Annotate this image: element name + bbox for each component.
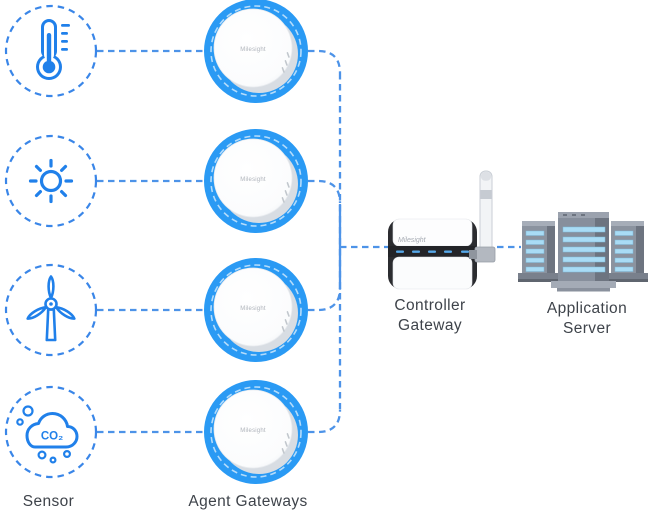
server-slat: [562, 266, 606, 273]
controller-brand-label: Milesight: [398, 237, 427, 244]
server-tower-center: [551, 212, 616, 292]
gateway-device: Milesight: [213, 138, 298, 223]
wind-turbine-icon: [26, 275, 76, 342]
antenna-connector: [474, 246, 496, 263]
gateway-device: Milesight: [213, 8, 298, 93]
controller-leds: [396, 250, 469, 253]
server-slat: [525, 257, 545, 263]
server-slat: [614, 239, 634, 245]
antenna: [469, 170, 496, 263]
controller-bottom-face: [392, 256, 473, 290]
antenna-tip: [480, 171, 492, 181]
thermometer-icon: [36, 19, 70, 80]
gateway-brand-label: Milesight: [240, 428, 266, 434]
server-slat: [525, 248, 545, 254]
application-server-label: Application Server: [546, 300, 628, 338]
sensor-node-light: [4, 134, 98, 228]
gateway-branch-line: [308, 287, 342, 312]
antenna-elbow: [469, 250, 477, 259]
gateway-dashed-ring: [210, 386, 302, 478]
gateway-dashed-ring: [210, 264, 302, 356]
gateway-branch-line: [308, 49, 342, 74]
co2-cloud-icon: CO₂: [16, 405, 79, 464]
sensor-column-label: Sensor: [22, 493, 75, 510]
gateway-branch-line: [308, 179, 342, 204]
controller-gateway-label: Controller Gateway: [394, 297, 466, 335]
gateway-device: Milesight: [213, 267, 298, 352]
server-slat: [614, 257, 634, 263]
server-tower-right: [608, 221, 648, 282]
server-slat: [525, 266, 545, 272]
gateway-brand-label: Milesight: [240, 47, 266, 53]
server-slat: [525, 230, 545, 236]
antenna-band: [480, 190, 492, 199]
sensor-node-temperature: [4, 4, 98, 98]
agent-gateways-column-label: Agent Gateways: [188, 493, 308, 510]
server-slat: [614, 248, 634, 254]
server-slat: [525, 239, 545, 245]
server-slat: [614, 230, 634, 236]
sensor-node-co2: CO₂: [4, 385, 98, 479]
server-slat: [614, 266, 634, 272]
agent-gateway-node-1: Milesight: [204, 0, 308, 103]
co2-text: CO₂: [41, 431, 63, 443]
agent-gateway-node-4: Milesight: [204, 380, 308, 484]
agent-gateway-node-2: Milesight: [204, 129, 308, 233]
server-tower-left: [518, 221, 558, 282]
sensor-node-wind: [4, 263, 98, 357]
server-slat: [562, 236, 606, 243]
gateway-brand-label: Milesight: [240, 306, 266, 312]
sun-icon: [28, 158, 74, 204]
server-slat: [562, 226, 606, 233]
sensor-ring: [4, 134, 98, 228]
server-slat: [562, 256, 606, 263]
server-slat: [562, 246, 606, 253]
gateway-brand-label: Milesight: [240, 177, 266, 183]
agent-gateway-node-3: Milesight: [204, 258, 308, 362]
gateway-branch-line: [308, 409, 342, 434]
gateway-dashed-ring: [210, 135, 302, 227]
gateway-dashed-ring: [210, 5, 302, 97]
controller-gateway-device: Milesight: [388, 170, 496, 290]
gateway-device: Milesight: [213, 389, 298, 474]
antenna-rod: [479, 170, 493, 254]
application-server: [518, 212, 648, 292]
sensor-ring: [4, 385, 98, 479]
